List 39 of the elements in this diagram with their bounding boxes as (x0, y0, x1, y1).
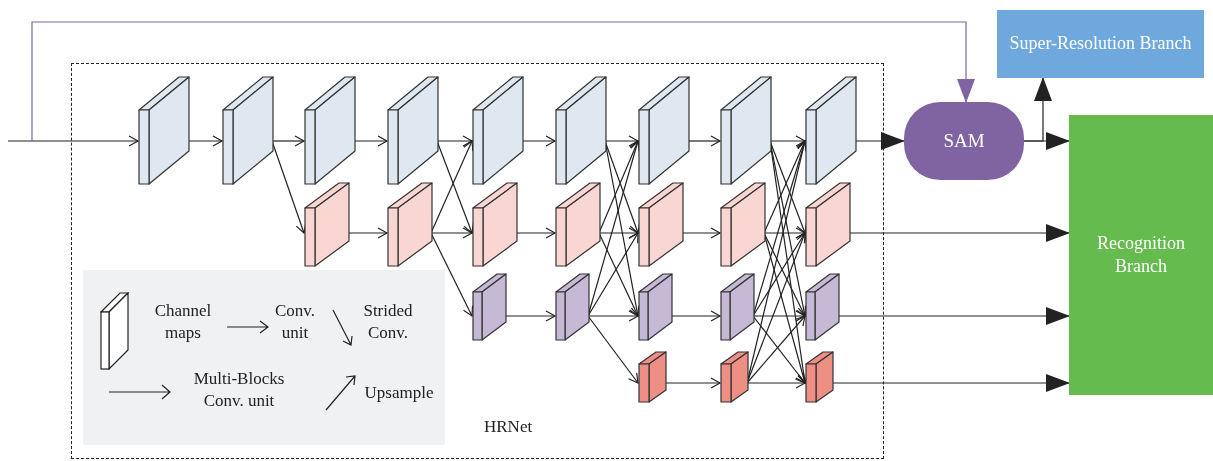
channel-map-block (222, 76, 274, 185)
channel-map-block (720, 351, 749, 403)
channel-map-block (472, 182, 518, 267)
channel-map-block (387, 76, 439, 185)
channel-map-block (805, 182, 851, 267)
node-label: Super-Resolution Branch (1008, 32, 1193, 56)
branch-box (997, 10, 1204, 78)
arrow (7, 135, 139, 147)
channel-map-block (638, 351, 667, 403)
node-label: SAM (942, 128, 986, 153)
channel-map-block (638, 273, 673, 341)
channel-map-block (304, 76, 356, 185)
legend-label: Multi-Blocks Conv. unit (192, 368, 286, 413)
legend-label: Upsample (363, 382, 435, 404)
channel-map-block (138, 76, 190, 185)
node-label: Recognition Branch (1096, 231, 1186, 278)
branch-box (1069, 115, 1213, 395)
channel-map-block (555, 76, 607, 185)
arrow (31, 21, 975, 142)
channel-map-block (805, 273, 840, 341)
channel-map-block (805, 351, 834, 403)
channel-map-block (555, 273, 590, 341)
channel-map-block (555, 182, 601, 267)
channel-map-block (638, 76, 690, 185)
dashed-group-box (71, 63, 884, 459)
channel-map-block (472, 76, 524, 185)
channel-map-block (720, 76, 772, 185)
arrow (1023, 77, 1052, 142)
channel-map-block (720, 182, 766, 267)
legend-label: Conv. unit (274, 300, 316, 345)
channel-map-block (304, 182, 350, 267)
channel-map-block (720, 273, 755, 341)
channel-map-block (387, 182, 433, 267)
legend-label: Strided Conv. (362, 300, 414, 345)
channel-map-block (638, 182, 684, 267)
channel-map-block (472, 273, 507, 341)
group-title: HRNet (484, 416, 533, 438)
legend-label: Channel maps (153, 300, 213, 345)
channel-map-block (805, 76, 857, 185)
